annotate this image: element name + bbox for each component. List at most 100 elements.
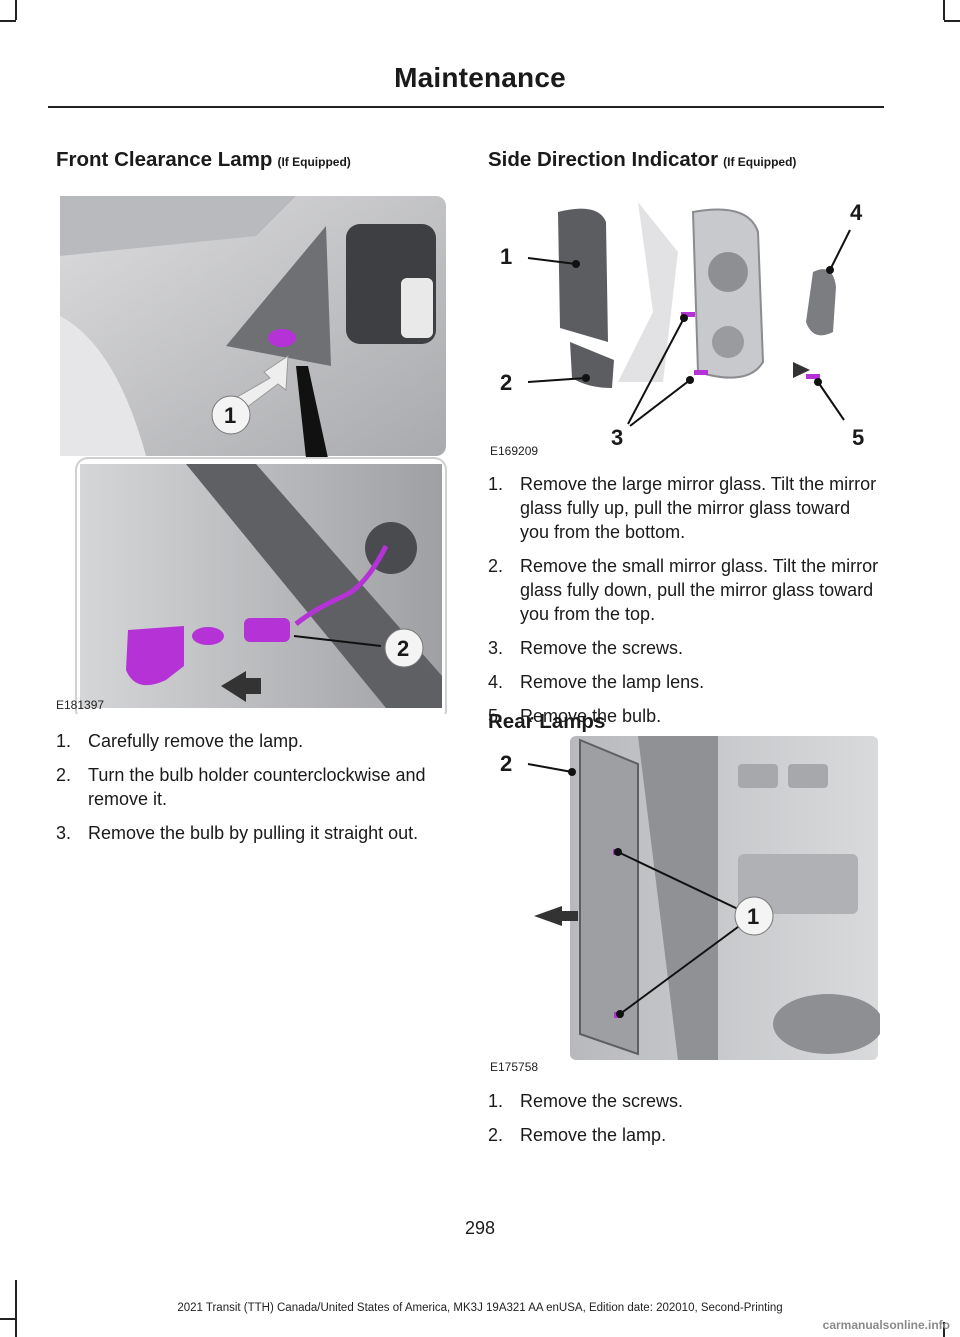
body-cutout-1 — [738, 764, 778, 788]
watermark: carmanualsonline.info — [822, 1318, 950, 1332]
crop-mark-bottom-left-v — [15, 1280, 17, 1337]
rear-lamps-heading: Rear Lamps — [488, 710, 606, 733]
front-clearance-lamp-heading: Front Clearance Lamp (If Equipped) — [56, 148, 351, 172]
callout-3-leader-b — [629, 379, 691, 427]
side-direction-indicator-heading: Side Direction Indicator (If Equipped) — [488, 148, 796, 172]
zoom-pointer — [296, 366, 328, 458]
step-item: 3.Remove the screws. — [488, 638, 684, 658]
inset-panel-edge — [186, 464, 442, 708]
callout-2: 2 — [500, 370, 512, 395]
callout-1-leader — [527, 257, 577, 265]
heading-qualifier: (If Equipped) — [277, 155, 351, 169]
mirror-arm — [618, 202, 678, 382]
screw-highlight-2 — [694, 370, 708, 375]
small-mirror-glass — [570, 342, 614, 388]
headlamp-area — [60, 316, 146, 456]
callout-5: 5 — [852, 425, 864, 450]
callout-3-leader-a — [627, 317, 685, 425]
callout-1-circle — [211, 395, 251, 435]
crop-mark-top-right-v — [943, 0, 945, 20]
page-title: Maintenance — [394, 62, 566, 93]
rear-door-frame-background — [570, 736, 878, 1060]
callout-5-dot — [814, 378, 822, 386]
callout-1-leader-a — [617, 851, 741, 911]
lamp-highlight — [126, 626, 184, 686]
callout-2-leader — [293, 635, 382, 647]
step-item: 2.Turn the bulb holder counterclockwise … — [56, 765, 426, 809]
front-clearance-lamp-steps: 1.Carefully remove the lamp. 2.Turn the … — [56, 729, 452, 845]
wire-highlight — [294, 544, 389, 626]
clearance-lamp-highlight — [268, 329, 296, 347]
rear-lamps-figure-id: E175758 — [490, 1060, 539, 1074]
door-pillar — [638, 736, 718, 1060]
callout-2: 2 — [500, 751, 512, 776]
callout-1: 1 — [224, 403, 236, 428]
step-item: 3.Remove the bulb by pulling it straight… — [56, 823, 419, 843]
bulb-highlight — [192, 627, 224, 645]
callout-2-dot — [582, 374, 590, 382]
bulb-holder-highlight — [244, 618, 290, 642]
callout-1-leader-b — [619, 923, 743, 1015]
heading-text: Front Clearance Lamp — [56, 148, 273, 171]
callout-1: 1 — [500, 244, 512, 269]
callout-3-dot-b — [686, 376, 694, 384]
large-mirror-glass — [558, 208, 608, 342]
callout-2-dot — [568, 768, 576, 776]
lamp-lens — [806, 269, 836, 336]
heading-qualifier: (If Equipped) — [723, 155, 797, 169]
footer-edition-info: 2021 Transit (TTH) Canada/United States … — [177, 1302, 783, 1314]
callout-1-circle — [734, 896, 774, 936]
side-direction-indicator-figure: 1 2 3 4 5 — [488, 192, 880, 452]
bulb-highlight — [806, 374, 820, 379]
callout-1-dot-b — [616, 1010, 624, 1018]
step-item: 2.Remove the lamp. — [488, 1125, 667, 1145]
callout-2: 2 — [397, 636, 409, 661]
mirror-exploded-illustration: 1 2 3 4 5 — [500, 200, 864, 450]
crop-mark-bottom-right-v — [943, 1322, 945, 1337]
callout-3: 3 — [611, 425, 623, 450]
step-item: 4.Remove the lamp lens. — [488, 672, 705, 692]
mirror-mount-triangle — [226, 226, 331, 366]
callout-4: 4 — [850, 200, 863, 225]
heading-text: Side Direction Indicator — [488, 148, 719, 171]
step-item: 5.Remove the bulb. — [488, 706, 662, 726]
callout-2-leader — [527, 763, 573, 773]
front-clearance-lamp-figure: 1 2 — [56, 196, 448, 714]
mirror-body — [691, 208, 765, 379]
direction-arrow-icon — [221, 671, 261, 702]
step-item: 1.Carefully remove the lamp. — [56, 731, 304, 751]
side-direction-indicator-figure-id: E169209 — [490, 444, 539, 458]
mirror-motor — [708, 252, 748, 292]
header-rule — [48, 106, 884, 108]
wheel-arch — [773, 994, 880, 1054]
crop-mark-top-left-h — [0, 20, 16, 22]
step-item: 2.Remove the small mirror glass. Tilt th… — [488, 556, 879, 624]
rear-lamps-figure: 2 1 — [488, 734, 880, 1064]
callout-1: 1 — [747, 904, 759, 929]
callout-5-leader — [817, 381, 845, 421]
mirror-bulb-socket — [712, 326, 744, 358]
direction-arrow-icon — [534, 906, 578, 926]
body-cutout-2 — [788, 764, 828, 788]
callout-2-leader — [527, 377, 587, 383]
windshield-area — [60, 196, 296, 256]
body-panel — [738, 854, 858, 914]
callout-4-dot — [826, 266, 834, 274]
rear-lamp-illustration: 2 1 — [500, 736, 880, 1060]
crop-mark-top-right-h — [944, 20, 960, 22]
front-clearance-lamp-figure-id: E181397 — [56, 698, 105, 712]
rear-lamp-housing — [579, 738, 639, 1056]
side-direction-indicator-steps: 1.Remove the large mirror glass. Tilt th… — [488, 472, 884, 728]
screw-highlight-1 — [681, 312, 695, 317]
crop-mark-top-left-v — [15, 0, 17, 20]
page-number: 298 — [464, 1218, 496, 1238]
mirror-lamp-lens — [401, 278, 433, 338]
rear-lamps-steps: 1.Remove the screws. 2.Remove the lamp. — [488, 1089, 884, 1147]
step-item: 1.Remove the screws. — [488, 1091, 684, 1111]
callout-1-dot-a — [614, 848, 622, 856]
step-item: 1.Remove the large mirror glass. Tilt th… — [488, 474, 877, 542]
crop-mark-bottom-left-h — [0, 1318, 16, 1320]
callout-3-dot-a — [680, 314, 688, 322]
direction-arrow-icon — [793, 362, 810, 378]
callout-4-leader — [829, 229, 851, 271]
